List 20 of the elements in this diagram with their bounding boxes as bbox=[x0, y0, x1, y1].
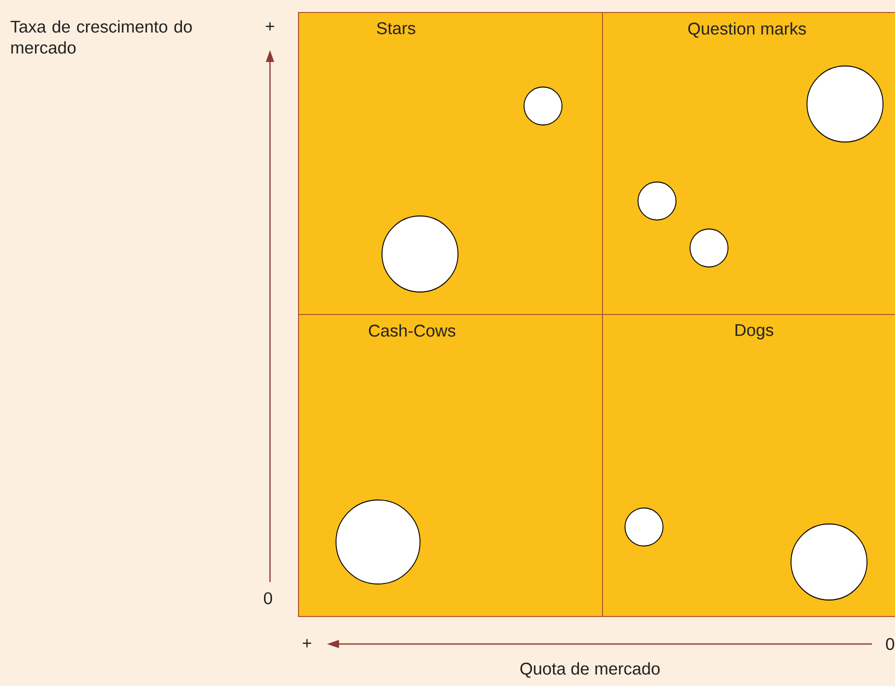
bubble bbox=[624, 508, 664, 546]
axis-label: 0 bbox=[886, 638, 894, 650]
axis-label: + bbox=[266, 22, 274, 31]
bubble bbox=[336, 500, 420, 584]
node-label: Dogs bbox=[736, 324, 774, 340]
bubble bbox=[638, 182, 676, 220]
bubble bbox=[806, 66, 884, 142]
axis-label: Quota de mercado bbox=[520, 662, 660, 678]
quadrant-box: Question marks bbox=[602, 12, 895, 315]
node-label: Question marks bbox=[688, 22, 806, 38]
bubble bbox=[524, 86, 562, 126]
axis-label: + bbox=[302, 639, 312, 648]
quadrant-box: Dogs bbox=[602, 314, 895, 617]
quadrant-box: Stars bbox=[298, 12, 603, 315]
bubble bbox=[690, 228, 728, 268]
quadrant-box: Cash-Cows bbox=[298, 314, 603, 617]
axis-label: Taxa de crescimento do mercado bbox=[10, 20, 192, 54]
bubble bbox=[790, 524, 868, 600]
axis-label: 0 bbox=[264, 592, 272, 604]
bubble bbox=[382, 216, 458, 292]
